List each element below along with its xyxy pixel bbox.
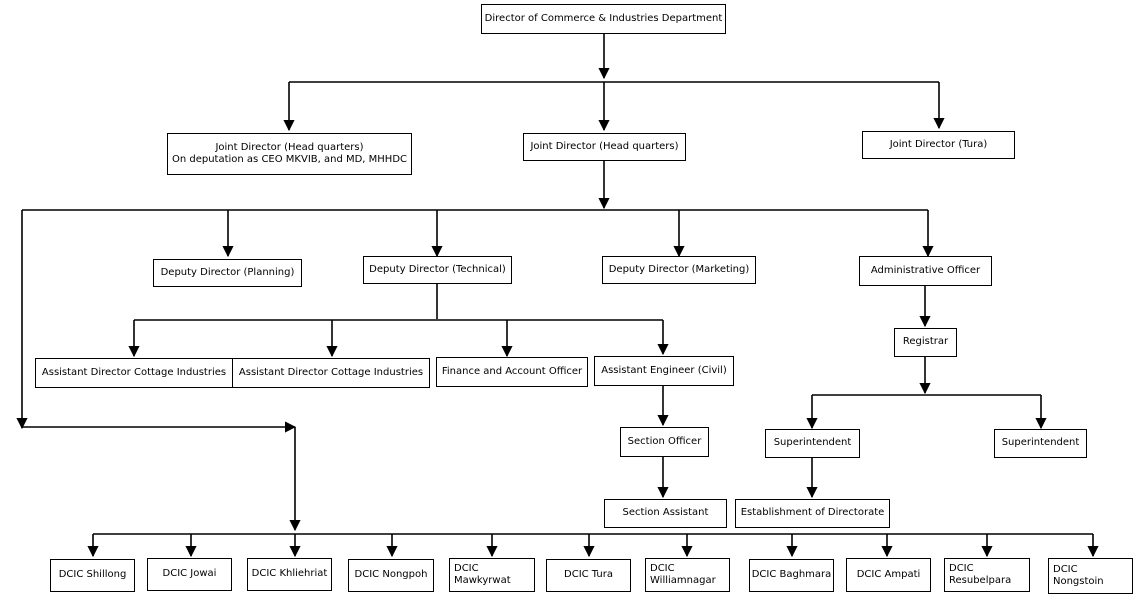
node-dd-planning-label: Deputy Director (Planning) xyxy=(160,266,295,278)
node-dcic-resubelpara: DCIC Resubelpara xyxy=(944,558,1030,592)
node-dcic-jowai: DCIC Jowai xyxy=(147,558,232,591)
node-dcic-shillong-label: DCIC Shillong xyxy=(58,569,127,581)
node-dcic-ampati-label: DCIC Ampati xyxy=(856,568,921,580)
node-establishment: Establishment of Directorate xyxy=(735,499,890,528)
node-ad-cottage-1: Assistant Director Cottage Industries xyxy=(35,358,233,388)
node-dcic-nongpoh: DCIC Nongpoh xyxy=(348,559,434,592)
node-dcic-nongstoin: DCIC Nongstoin xyxy=(1048,558,1133,594)
node-dcic-tura: DCIC Tura xyxy=(546,559,631,592)
node-section-officer: Section Officer xyxy=(620,427,709,457)
node-director: Director of Commerce & Industries Depart… xyxy=(481,4,726,34)
node-section-assistant: Section Assistant xyxy=(604,499,727,528)
node-dcic-baghmara: DCIC Baghmara xyxy=(749,559,834,592)
node-jd-hq-deputation: Joint Director (Head quarters) On deputa… xyxy=(167,133,412,175)
node-dcic-shillong: DCIC Shillong xyxy=(50,559,135,592)
node-dcic-jowai-label: DCIC Jowai xyxy=(162,568,217,580)
node-jd-tura: Joint Director (Tura) xyxy=(862,131,1015,159)
node-dd-technical-label: Deputy Director (Technical) xyxy=(369,263,506,275)
node-registrar-label: Registrar xyxy=(902,336,949,348)
node-dcic-williamnagar: DCIC Williamnagar xyxy=(645,558,730,592)
node-asst-engineer: Assistant Engineer (Civil) xyxy=(594,356,734,386)
node-dcic-khliehriat: DCIC Khliehriat xyxy=(247,558,332,591)
node-finance-officer: Finance and Account Officer xyxy=(436,357,588,387)
node-ad-cottage-2-label: Assistant Director Cottage Industries xyxy=(238,366,424,378)
node-dcic-mawkyrwat-label: DCIC Mawkyrwat xyxy=(454,562,511,587)
node-ad-cottage-2: Assistant Director Cottage Industries xyxy=(232,358,430,388)
node-dcic-williamnagar-label: DCIC Williamnagar xyxy=(650,562,716,587)
node-dd-marketing-label: Deputy Director (Marketing) xyxy=(608,263,750,275)
node-dd-technical: Deputy Director (Technical) xyxy=(363,256,512,284)
node-dcic-nongpoh-label: DCIC Nongpoh xyxy=(354,569,428,581)
node-jd-hq-label: Joint Director (Head quarters) xyxy=(530,140,679,152)
node-asst-engineer-label: Assistant Engineer (Civil) xyxy=(601,364,727,376)
node-ad-cottage-1-label: Assistant Director Cottage Industries xyxy=(41,366,227,378)
node-admin-officer: Administrative Officer xyxy=(859,256,992,286)
node-dcic-baghmara-label: DCIC Baghmara xyxy=(751,569,832,581)
node-dcic-tura-label: DCIC Tura xyxy=(564,569,613,581)
node-section-assistant-label: Section Assistant xyxy=(622,507,709,519)
node-section-officer-label: Section Officer xyxy=(627,435,702,447)
node-jd-hq: Joint Director (Head quarters) xyxy=(523,133,686,161)
node-dcic-khliehriat-label: DCIC Khliehriat xyxy=(251,568,328,580)
node-dcic-nongstoin-label: DCIC Nongstoin xyxy=(1053,563,1104,588)
node-director-label: Director of Commerce & Industries Depart… xyxy=(484,12,723,24)
node-superintendent-2: Superintendent xyxy=(994,429,1087,458)
node-superintendent-1: Superintendent xyxy=(765,429,860,458)
node-jd-tura-label: Joint Director (Tura) xyxy=(889,138,988,150)
node-dcic-resubelpara-label: DCIC Resubelpara xyxy=(949,562,1012,587)
node-registrar: Registrar xyxy=(894,328,957,357)
node-dcic-ampati: DCIC Ampati xyxy=(846,558,931,592)
node-dcic-mawkyrwat: DCIC Mawkyrwat xyxy=(449,558,535,592)
node-superintendent-2-label: Superintendent xyxy=(1001,437,1080,449)
node-dd-marketing: Deputy Director (Marketing) xyxy=(602,256,756,284)
node-superintendent-1-label: Superintendent xyxy=(773,437,852,449)
node-establishment-label: Establishment of Directorate xyxy=(740,507,885,519)
node-finance-officer-label: Finance and Account Officer xyxy=(441,365,583,377)
node-dd-planning: Deputy Director (Planning) xyxy=(153,259,302,287)
node-jd-hq-deputation-label: Joint Director (Head quarters) On deputa… xyxy=(171,141,408,166)
node-admin-officer-label: Administrative Officer xyxy=(870,264,981,276)
